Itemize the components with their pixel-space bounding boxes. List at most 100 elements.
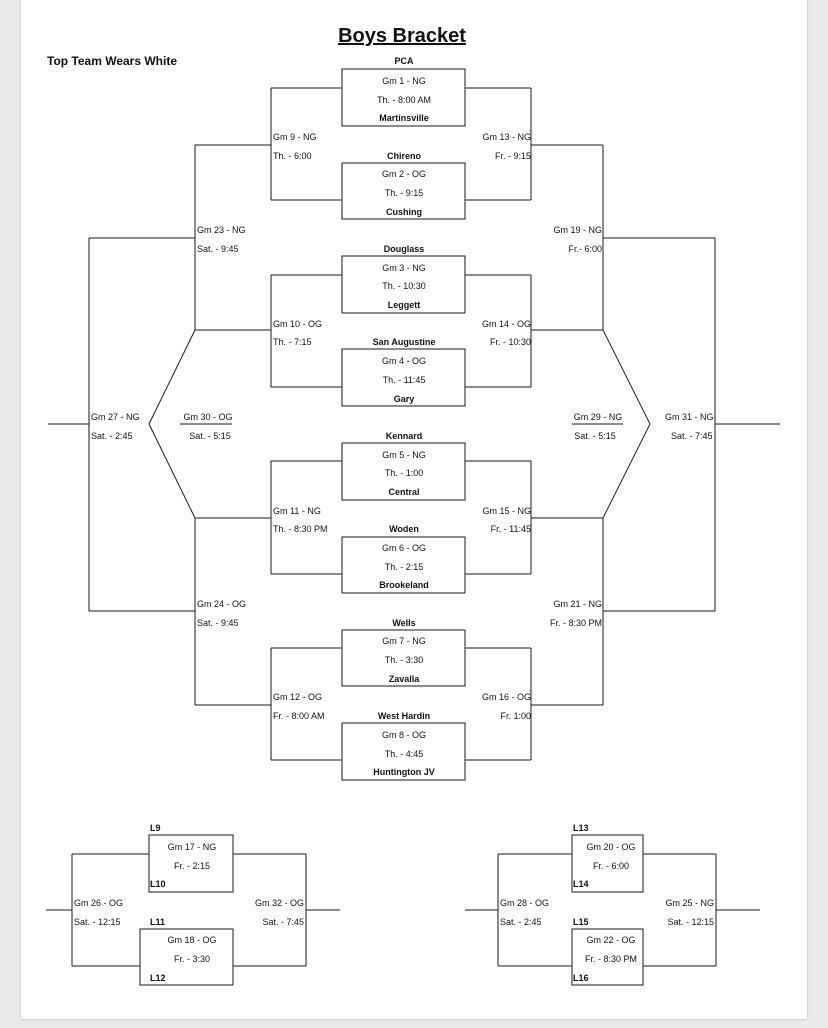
game-1-time: Th. - 8:00 AM bbox=[376, 95, 432, 105]
game-1-label: Gm 1 - NG bbox=[382, 76, 426, 86]
game-box bbox=[341, 348, 466, 407]
game-box bbox=[341, 629, 466, 687]
game-24-label: Gm 24 - OG bbox=[197, 599, 247, 609]
game-box bbox=[148, 834, 234, 893]
game-3-time: Th. - 10:30 bbox=[382, 281, 426, 291]
game-20-label: Gm 20 - OG bbox=[586, 842, 636, 852]
loser-slot: L11 bbox=[150, 917, 166, 927]
team-name: West Hardin bbox=[377, 711, 431, 721]
game-box bbox=[341, 722, 466, 781]
team-name: Huntington JV bbox=[373, 767, 435, 777]
game-6-time: Th. - 2:15 bbox=[384, 562, 424, 572]
team-name: PCA bbox=[394, 56, 414, 66]
loser-slot: L16 bbox=[573, 973, 589, 983]
loser-slot: L14 bbox=[573, 879, 589, 889]
team-name: Douglass bbox=[383, 244, 425, 254]
game-31-label: Gm 31 - NG bbox=[665, 412, 714, 422]
game-26-label: Gm 26 - OG bbox=[74, 898, 124, 908]
game-15-time: Fr. - 11:45 bbox=[490, 524, 531, 534]
game-22-label: Gm 22 - OG bbox=[586, 935, 636, 945]
game-11-time: Th. - 8:30 PM bbox=[273, 524, 328, 534]
game-25-label: Gm 25 - NG bbox=[665, 898, 714, 908]
game-29-time: Sat. - 5:15 bbox=[574, 431, 616, 441]
bracket-sheet bbox=[21, 0, 807, 1019]
game-27-label: Gm 27 - NG bbox=[91, 412, 140, 422]
game-5-time: Th. - 1:00 bbox=[384, 468, 424, 478]
game-4-time: Th. - 11:45 bbox=[382, 375, 426, 385]
game-28-time: Sat. - 2:45 bbox=[500, 917, 542, 927]
game-box bbox=[341, 255, 466, 314]
game-13-time: Fr. - 9:15 bbox=[494, 151, 531, 161]
game-4-label: Gm 4 - OG bbox=[381, 356, 427, 366]
team-name: Wells bbox=[392, 618, 416, 628]
game-28-label: Gm 28 - OG bbox=[500, 898, 550, 908]
game-box bbox=[571, 834, 644, 893]
game-14-time: Fr. - 10:30 bbox=[489, 337, 531, 347]
game-8-time: Th. - 4:45 bbox=[384, 749, 424, 759]
game-9-time: Th. - 6:00 bbox=[273, 151, 312, 161]
game-30-label: Gm 30 - OG bbox=[183, 412, 233, 422]
game-2-label: Gm 2 - OG bbox=[381, 169, 427, 179]
game-18-time: Fr. - 3:30 bbox=[173, 954, 211, 964]
game-17-time: Fr. - 2:15 bbox=[173, 861, 211, 871]
game-9-label: Gm 9 - NG bbox=[273, 132, 317, 142]
team-name: Brookeland bbox=[379, 580, 429, 590]
team-name: Cushing bbox=[386, 207, 422, 217]
game-box bbox=[571, 928, 644, 986]
game-23-time: Sat. - 9:45 bbox=[197, 244, 239, 254]
game-20-time: Fr. - 6:00 bbox=[592, 861, 630, 871]
bracket-title: Boys Bracket bbox=[338, 25, 466, 47]
game-16-label: Gm 16 - OG bbox=[481, 692, 531, 702]
bracket-line bbox=[148, 423, 196, 519]
game-27-time: Sat. - 2:45 bbox=[91, 431, 133, 441]
game-31-time: Sat. - 7:45 bbox=[671, 431, 713, 441]
team-name: San Augustine bbox=[372, 337, 436, 347]
team-name: Zavalla bbox=[388, 674, 420, 684]
game-3-label: Gm 3 - NG bbox=[382, 263, 426, 273]
game-box bbox=[341, 536, 466, 594]
game-box bbox=[139, 928, 234, 986]
team-name: Leggett bbox=[387, 300, 421, 310]
game-32-label: Gm 32 - OG bbox=[254, 898, 304, 908]
game-6-label: Gm 6 - OG bbox=[381, 543, 427, 553]
game-30-time: Sat. - 5:15 bbox=[189, 431, 231, 441]
game-16-time: Fr. 1:00 bbox=[500, 711, 531, 721]
game-21-time: Fr. - 8:30 PM bbox=[549, 618, 602, 628]
team-name: Woden bbox=[389, 524, 419, 534]
team-name: Kennard bbox=[385, 431, 423, 441]
game-12-label: Gm 12 - OG bbox=[273, 692, 323, 702]
game-7-label: Gm 7 - NG bbox=[382, 636, 426, 646]
bracket-line bbox=[602, 423, 651, 519]
game-10-time: Th. - 7:15 bbox=[273, 337, 312, 347]
game-18-label: Gm 18 - OG bbox=[167, 935, 217, 945]
game-12-time: Fr. - 8:00 AM bbox=[273, 711, 325, 721]
loser-slot: L13 bbox=[573, 823, 589, 833]
bracket-line bbox=[602, 329, 651, 425]
game-box bbox=[341, 162, 466, 220]
game-8-label: Gm 8 - OG bbox=[381, 730, 427, 740]
game-14-label: Gm 14 - OG bbox=[481, 319, 531, 329]
game-15-label: Gm 15 - NG bbox=[482, 506, 531, 516]
loser-slot: L10 bbox=[150, 879, 166, 889]
top-team-note: Top Team Wears White bbox=[47, 54, 178, 68]
team-name: Central bbox=[388, 487, 420, 497]
game-2-time: Th. - 9:15 bbox=[384, 188, 424, 198]
game-26-time: Sat. - 12:15 bbox=[74, 917, 121, 927]
game-25-time: Sat. - 12:15 bbox=[667, 917, 714, 927]
loser-slot: L9 bbox=[150, 823, 161, 833]
game-box bbox=[341, 68, 466, 127]
game-7-time: Th. - 3:30 bbox=[384, 655, 424, 665]
game-11-label: Gm 11 - NG bbox=[273, 506, 321, 516]
game-21-label: Gm 21 - NG bbox=[553, 599, 602, 609]
game-32-time: Sat. - 7:45 bbox=[262, 917, 304, 927]
team-name: Gary bbox=[393, 394, 415, 404]
game-19-time: Fr.- 6:00 bbox=[568, 244, 602, 254]
game-17-label: Gm 17 - NG bbox=[167, 842, 217, 852]
team-name: Chireno bbox=[386, 151, 422, 161]
game-29-label: Gm 29 - NG bbox=[573, 412, 623, 422]
game-19-label: Gm 19 - NG bbox=[553, 225, 602, 235]
game-22-time: Fr. - 8:30 PM bbox=[584, 954, 638, 964]
game-box bbox=[341, 442, 466, 501]
game-10-label: Gm 10 - OG bbox=[273, 319, 323, 329]
bracket-line bbox=[148, 329, 196, 425]
